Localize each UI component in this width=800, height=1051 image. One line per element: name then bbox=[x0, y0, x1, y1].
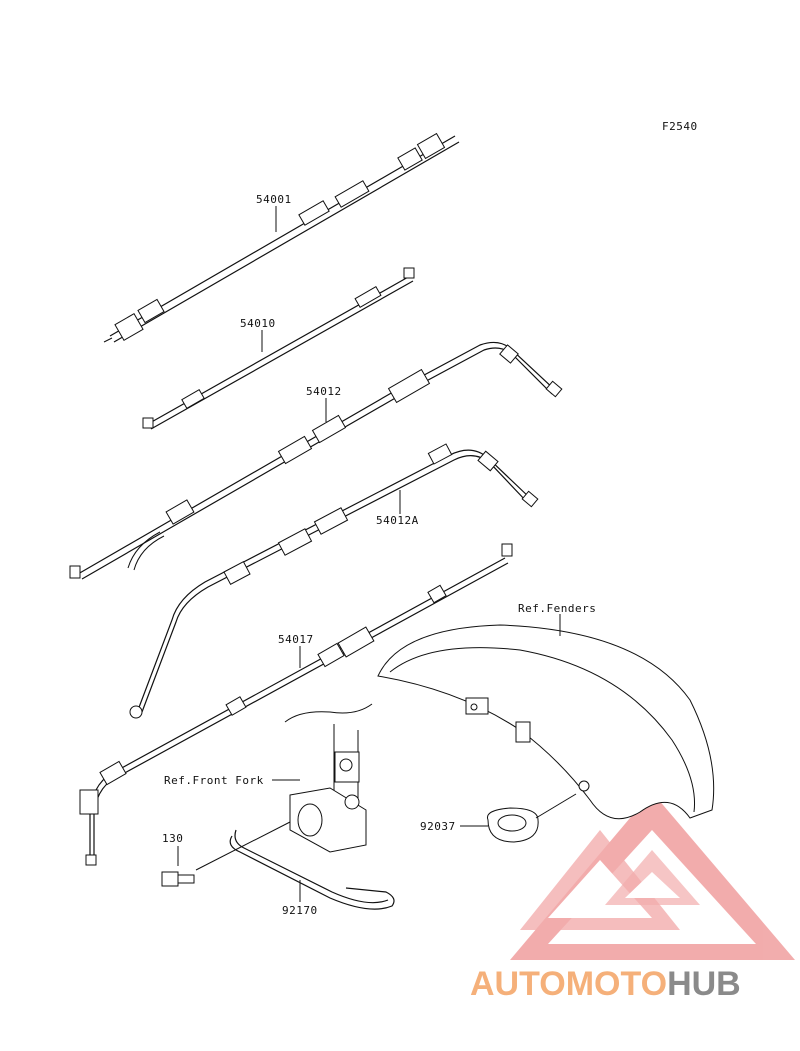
bolt-130 bbox=[161, 871, 195, 887]
grommet-92037 bbox=[486, 793, 577, 843]
label-54001: 54001 bbox=[256, 193, 292, 206]
watermark: AUTOMOTOHUB bbox=[470, 965, 741, 1003]
clutch-cable bbox=[79, 543, 513, 866]
throttle-cable-open bbox=[69, 341, 563, 580]
label-54012a: 54012A bbox=[376, 514, 419, 527]
rear-fender bbox=[377, 624, 715, 820]
clamp-92170 bbox=[229, 829, 395, 910]
speedometer-cable bbox=[103, 132, 460, 343]
label-54017: 54017 bbox=[278, 633, 314, 646]
front-fork-bracket bbox=[284, 703, 373, 853]
figure-code: F2540 bbox=[662, 120, 698, 133]
watermark-part2: HUB bbox=[667, 965, 741, 1003]
label-54012: 54012 bbox=[306, 385, 342, 398]
bolt-axis bbox=[195, 821, 291, 871]
label-front-fork: Ref.Front Fork bbox=[164, 774, 264, 787]
label-130: 130 bbox=[162, 832, 183, 845]
label-fenders: Ref.Fenders bbox=[518, 602, 596, 615]
automotohub-logo-icon bbox=[510, 792, 795, 960]
tachometer-cable bbox=[142, 267, 415, 430]
label-92170: 92170 bbox=[282, 904, 318, 917]
label-92037: 92037 bbox=[420, 820, 456, 833]
label-54010: 54010 bbox=[240, 317, 276, 330]
watermark-part1: AUTOMOTO bbox=[470, 965, 667, 1003]
throttle-cable-close bbox=[129, 443, 539, 719]
